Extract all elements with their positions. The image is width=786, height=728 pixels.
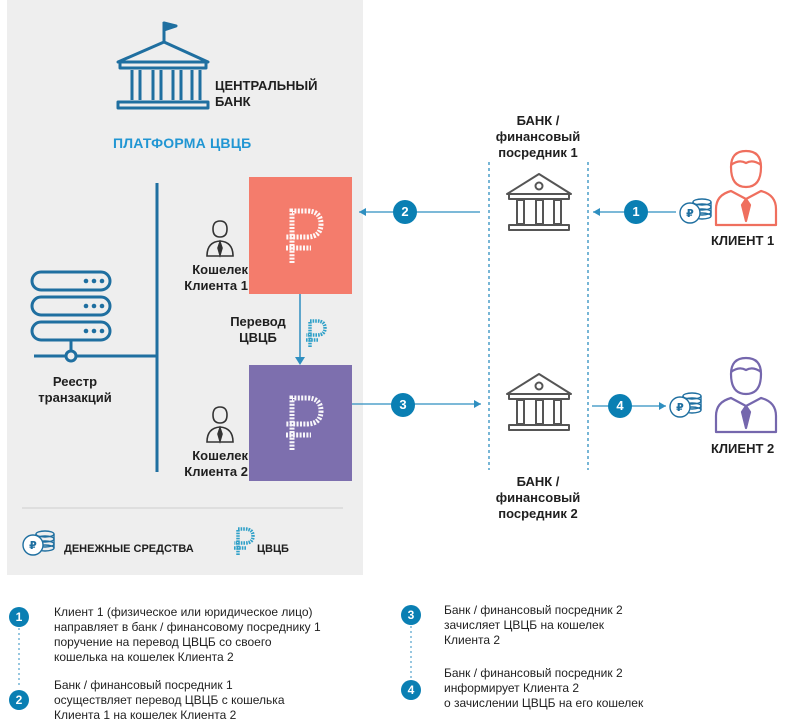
svg-text:₽: ₽ — [29, 539, 37, 552]
ruble-icon — [286, 208, 324, 263]
person-icon — [206, 220, 234, 258]
ruble-icon — [286, 395, 324, 450]
wallet-2-label: Кошелек Клиента 2 — [184, 448, 248, 479]
bank-icon — [506, 173, 572, 231]
client-2-label: КЛИЕНТ 2 — [711, 441, 775, 456]
step-text-4: Банк / финансовый посредник 2 информируе… — [444, 666, 644, 710]
step-text-3: Банк / финансовый посредник 2 зачисляет … — [444, 603, 623, 647]
svg-text:₽: ₽ — [676, 401, 684, 414]
legend-money-label: ДЕНЕЖНЫЕ СРЕДСТВА — [64, 543, 194, 555]
cbdc-ruble-icon — [234, 527, 255, 555]
step-badge-2: 2 — [393, 200, 417, 224]
coins-icon: ₽ — [679, 198, 712, 224]
step-text-2: Банк / финансовый посредник 1 осуществля… — [54, 678, 285, 722]
platform-title: ПЛАТФОРМА ЦВЦБ — [113, 135, 252, 151]
registry-label: Реестр транзакций — [38, 374, 112, 405]
bank-1-label: БАНК / финансовый посредник 1 — [495, 113, 581, 160]
person-icon — [206, 406, 234, 444]
wallet-1-label: Кошелек Клиента 1 — [184, 262, 248, 293]
client-1-person-icon — [714, 149, 778, 227]
step-num-1: 1 — [9, 607, 29, 627]
coins-icon: ₽ — [22, 530, 55, 556]
step-text-1: Клиент 1 (физическое или юридическое лиц… — [54, 605, 321, 664]
step-badge-1: 1 — [624, 200, 648, 224]
client-2-person-icon — [714, 356, 778, 434]
coins-icon: ₽ — [669, 392, 702, 418]
step-num-3: 3 — [401, 605, 421, 625]
client-1-label: КЛИЕНТ 1 — [711, 233, 775, 248]
bank-icon — [506, 373, 572, 431]
cbdc-ruble-icon — [306, 319, 327, 347]
central-bank-icon — [116, 21, 210, 110]
central-bank-label: ЦЕНТРАЛЬНЫЙ БАНК — [215, 78, 318, 109]
svg-text:₽: ₽ — [686, 207, 694, 220]
transfer-label: Перевод ЦВЦБ — [230, 314, 286, 345]
step-badge-4: 4 — [608, 394, 632, 418]
bank-2-label: БАНК / финансовый посредник 2 — [495, 474, 581, 521]
step-num-4: 4 — [401, 680, 421, 700]
legend-cbdc-label: ЦВЦБ — [257, 543, 289, 555]
step-num-2: 2 — [9, 690, 29, 710]
step-badge-3: 3 — [391, 393, 415, 417]
